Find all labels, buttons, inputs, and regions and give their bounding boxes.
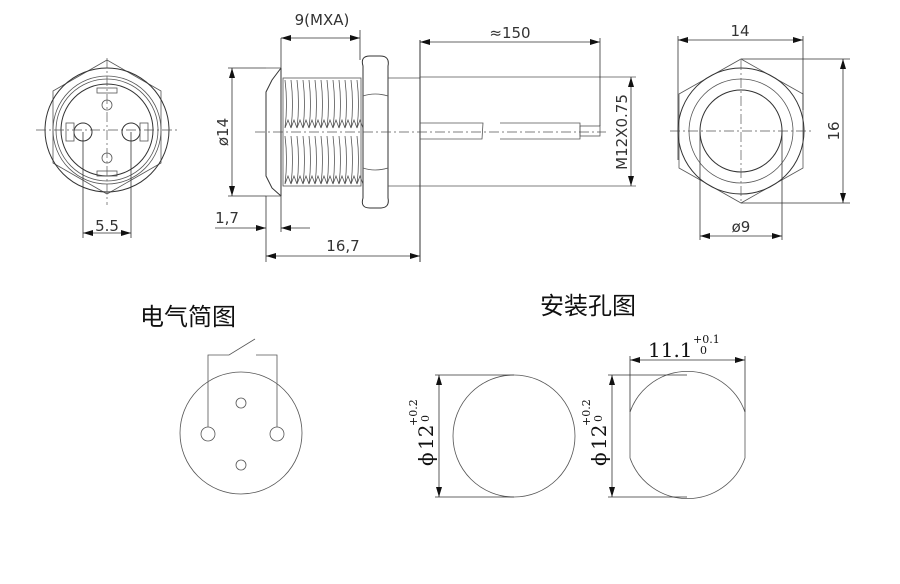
hex-width-label: 14: [730, 22, 749, 40]
mounting-title: 安装孔图: [540, 292, 636, 320]
rear-view: 14 16 ø9: [670, 22, 850, 240]
wire-segment-2: [500, 122, 581, 140]
pin-3: [200, 426, 216, 442]
lead-length-label: ≈150: [489, 24, 530, 42]
hole1-diameter-symbol: ϕ: [414, 452, 438, 466]
flange-label: 1,7: [215, 209, 239, 227]
connector-face: [179, 371, 303, 495]
flange-head: [265, 67, 282, 197]
body-length-label: 16,7: [326, 237, 359, 255]
thread-spec-label: M12X0.75: [613, 94, 631, 170]
flat-width-label: 11.1: [648, 338, 693, 362]
pin-1: [235, 397, 247, 409]
hex-height-label: 16: [825, 121, 843, 140]
d-shaped-hole: [629, 370, 746, 500]
hole1-tol-lower: 0: [419, 415, 432, 422]
hex-nut: [361, 55, 389, 209]
round-hole: [452, 374, 576, 498]
hole2-diameter-symbol: ϕ: [587, 452, 611, 466]
side-view: M12X0.75 ≈150 9(MXA) ø14 1,7 16,7: [214, 11, 636, 262]
pin-2: [235, 459, 247, 471]
thread-length-label: 9(MXA): [295, 11, 350, 29]
wire-segment-1: [420, 122, 484, 140]
pin-spacing-label: 5.5: [95, 217, 119, 235]
pin-4: [269, 426, 285, 442]
pin-top: [101, 99, 113, 111]
wiring-diagram: 电气简图: [140, 303, 303, 495]
switch-lead-right: [256, 354, 278, 427]
flat-tol-lower: 0: [700, 344, 707, 357]
pin-bottom: [101, 152, 113, 164]
hole2-diameter: 12: [587, 425, 611, 450]
inner-diameter-label: ø9: [732, 218, 751, 236]
hole2-tol-upper: +0.2: [580, 399, 593, 426]
switch-lead-left: [207, 338, 256, 427]
wire-tip: [579, 125, 601, 137]
thread-line: [284, 135, 364, 185]
diameter-label: ø14: [214, 118, 232, 146]
thread-line: [284, 79, 364, 129]
hole1-diameter: 12: [414, 425, 438, 450]
mounting-hole-diagram: 安装孔图 ϕ 12 +0.2 0 11.1 +0.1 0 ϕ 12 +0.2 0: [407, 292, 746, 500]
front-view: 5.5: [36, 58, 178, 238]
hole2-tol-lower: 0: [592, 415, 605, 422]
wiring-title: 电气简图: [140, 303, 236, 331]
flat-tol-upper: +0.1: [693, 333, 720, 346]
hole1-tol-upper: +0.2: [407, 399, 420, 426]
